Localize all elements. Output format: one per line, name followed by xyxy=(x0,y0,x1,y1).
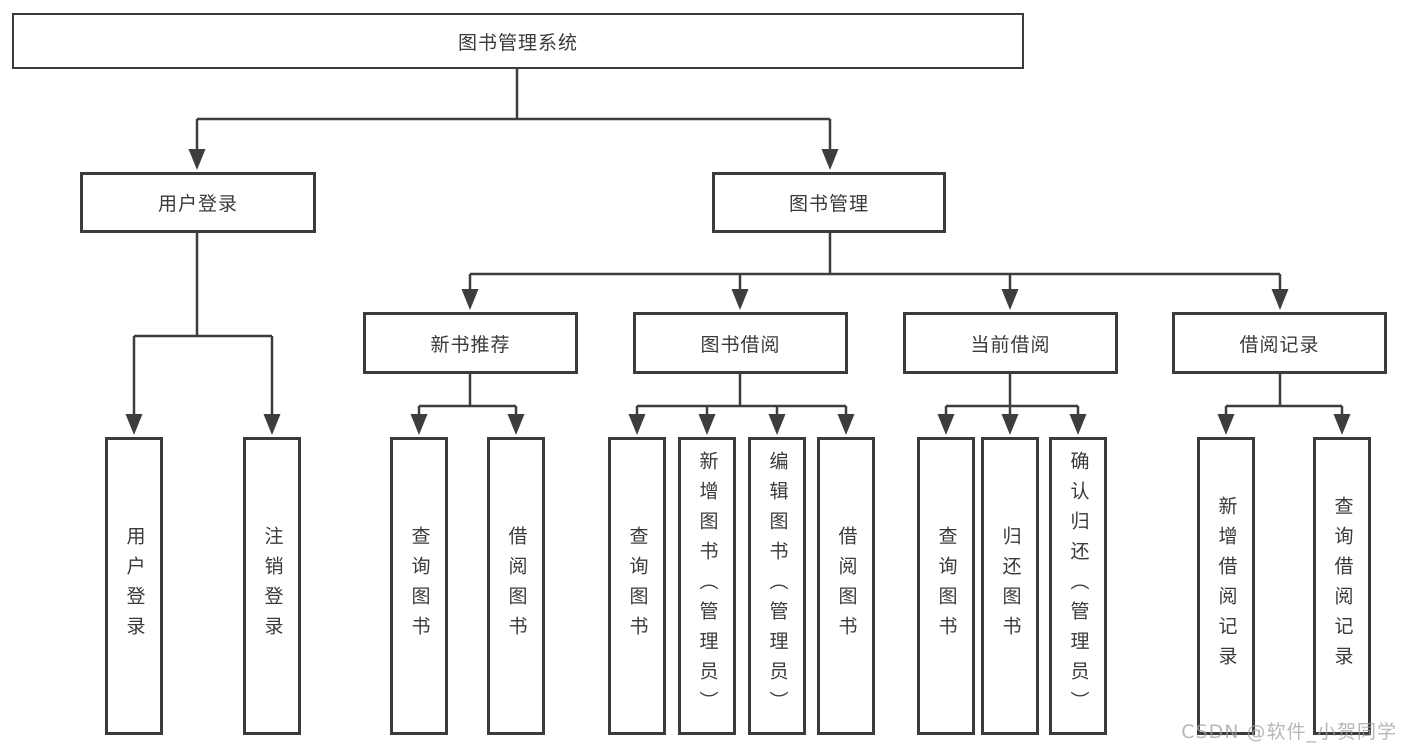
leaf-label: 新增图书（管理员） xyxy=(696,451,719,721)
node-library-management-system: 图书管理系统 xyxy=(12,13,1024,69)
leaf-return-books: 归还图书 xyxy=(981,437,1039,735)
leaf-label: 归还图书 xyxy=(999,526,1022,646)
leaf-borrow-books: 借阅图书 xyxy=(817,437,875,735)
leaf-query-books-current: 查询图书 xyxy=(917,437,975,735)
leaf-label: 借阅图书 xyxy=(835,526,858,646)
leaf-label: 查询图书 xyxy=(626,526,649,646)
leaf-user-login: 用户登录 xyxy=(105,437,163,735)
node-user-login: 用户登录 xyxy=(80,172,316,233)
leaf-label: 编辑图书（管理员） xyxy=(766,451,789,721)
node-current-borrow: 当前借阅 xyxy=(903,312,1118,374)
leaf-borrow-books-recommend: 借阅图书 xyxy=(487,437,545,735)
leaf-label: 查询借阅记录 xyxy=(1331,496,1354,676)
leaf-label: 查询图书 xyxy=(935,526,958,646)
node-book-borrow: 图书借阅 xyxy=(633,312,848,374)
node-borrow-records: 借阅记录 xyxy=(1172,312,1387,374)
leaf-query-books-recommend: 查询图书 xyxy=(390,437,448,735)
leaf-edit-book-admin: 编辑图书（管理员） xyxy=(748,437,806,735)
leaf-label: 查询图书 xyxy=(408,526,431,646)
leaf-label: 确认归还（管理员） xyxy=(1067,451,1090,721)
leaf-confirm-return-admin: 确认归还（管理员） xyxy=(1049,437,1107,735)
leaf-add-book-admin: 新增图书（管理员） xyxy=(678,437,736,735)
leaf-logout: 注销登录 xyxy=(243,437,301,735)
node-new-book-recommend: 新书推荐 xyxy=(363,312,578,374)
leaf-label: 借阅图书 xyxy=(505,526,528,646)
leaf-label: 用户登录 xyxy=(123,526,146,646)
leaf-query-books-borrow: 查询图书 xyxy=(608,437,666,735)
leaf-add-borrow-record: 新增借阅记录 xyxy=(1197,437,1255,735)
leaf-query-borrow-record: 查询借阅记录 xyxy=(1313,437,1371,735)
leaf-label: 新增借阅记录 xyxy=(1215,496,1238,676)
leaf-label: 注销登录 xyxy=(261,526,284,646)
node-book-management: 图书管理 xyxy=(712,172,946,233)
